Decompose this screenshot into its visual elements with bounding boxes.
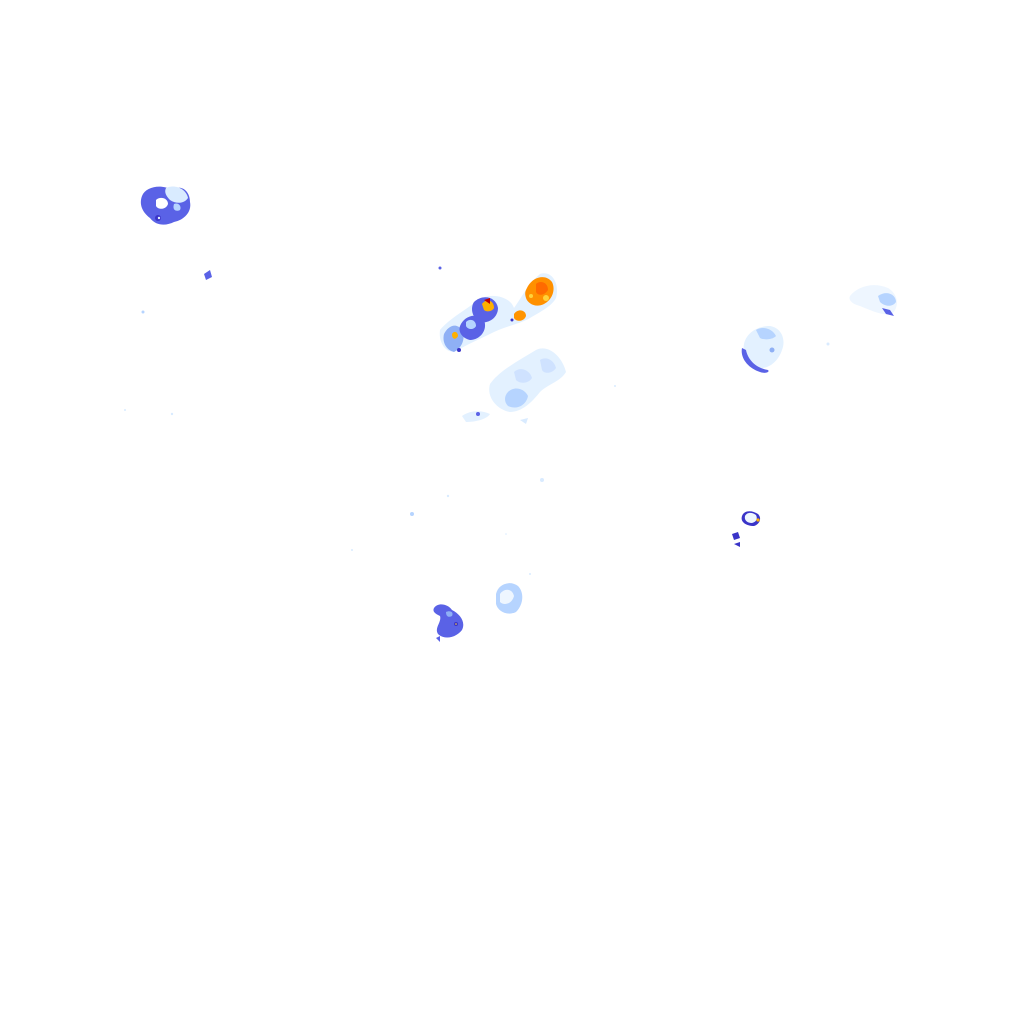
precip-cell-southeast	[732, 511, 761, 547]
precip-specks-west	[124, 266, 442, 416]
precip-area-far-east	[826, 285, 897, 346]
precip-cell-east	[741, 326, 784, 373]
precip-cell-northwest	[140, 186, 191, 225]
precip-cell-central-storm	[439, 273, 558, 352]
precip-cell-south-central	[496, 583, 523, 614]
precip-specks-scattered	[351, 385, 616, 575]
precip-area-central-light	[462, 348, 566, 424]
precip-cell-southwest	[433, 604, 464, 642]
